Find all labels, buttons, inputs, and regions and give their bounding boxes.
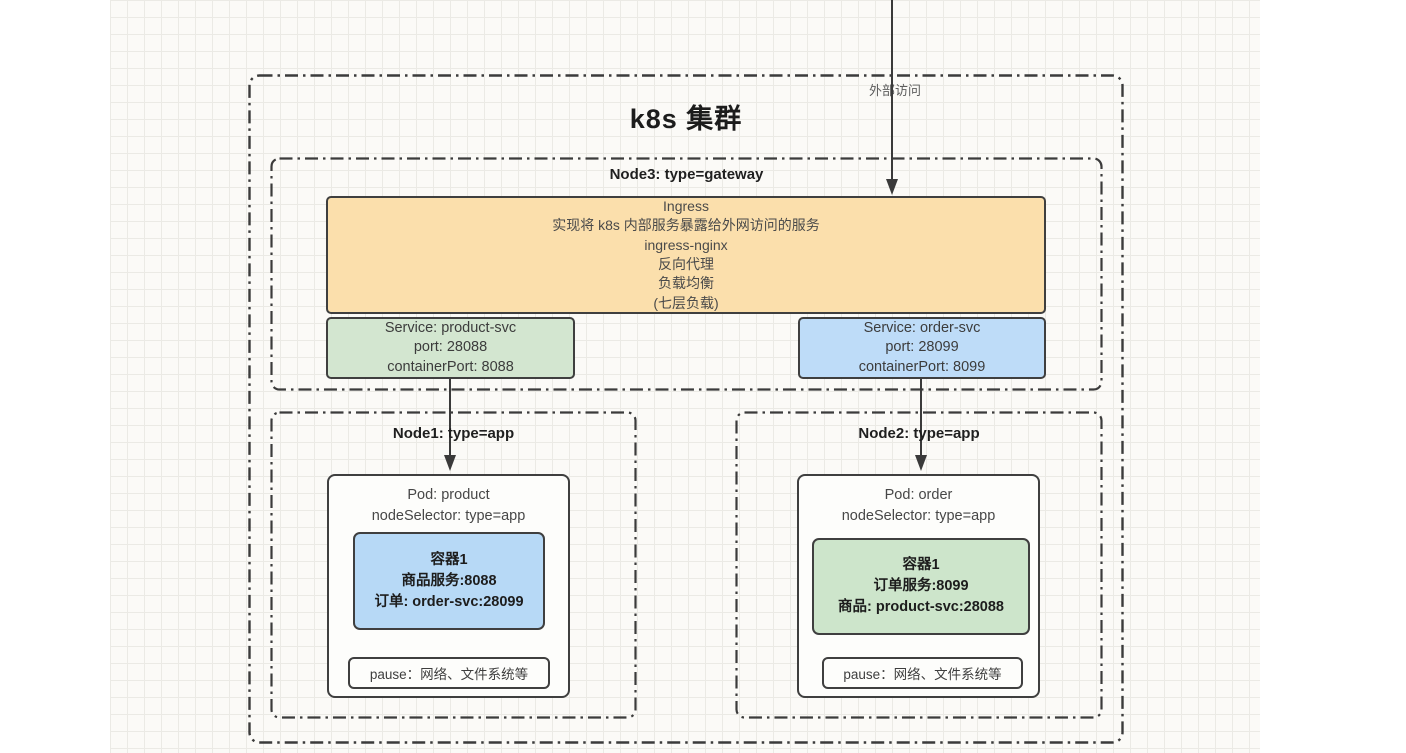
pause-container-box: pause：网络、文件系统等: [822, 657, 1023, 689]
pause-container-box: pause：网络、文件系统等: [348, 657, 550, 689]
node3-boundary: [270, 157, 1103, 391]
pod-title: Pod: order: [884, 487, 953, 503]
container-title: 容器1: [902, 557, 940, 573]
container-dependency-line: 商品: product-svc:28088: [838, 599, 1004, 615]
container-service-line: 订单服务:8099: [873, 578, 969, 594]
external-access-arrowhead-icon: [886, 179, 898, 195]
node1-label: Node1: type=app: [392, 425, 515, 442]
ingress-line: (七层负载): [653, 294, 719, 311]
ingress-line: 负载均衡: [658, 275, 714, 292]
container-service-line: 商品服务:8088: [401, 572, 497, 589]
grid-background: [110, 0, 1260, 753]
order-svc-to-pod-arrowhead-icon: [915, 455, 927, 471]
cluster-title: k8s 集群: [629, 104, 743, 134]
cluster-boundary: [248, 74, 1124, 744]
service-name: Service: order-svc: [863, 319, 981, 336]
service-name: Service: product-svc: [384, 319, 517, 336]
service-container-port: containerPort: 8088: [387, 358, 514, 375]
service-port: port: 28088: [413, 339, 488, 356]
ingress-line: Ingress: [663, 197, 709, 214]
service-order-box: Service: order-svc port: 28099 container…: [798, 317, 1046, 379]
container-dependency-line: 订单: order-svc:28099: [374, 593, 524, 610]
service-product-box: Service: product-svc port: 28088 contain…: [326, 317, 575, 379]
external-access-label: 外部访问: [868, 83, 921, 98]
container-title: 容器1: [430, 551, 468, 568]
container-order-box: 容器1 订单服务:8099 商品: product-svc:28088: [812, 538, 1030, 635]
node3-label: Node3: type=gateway: [609, 166, 764, 183]
ingress-box: Ingress 实现将 k8s 内部服务暴露给外网访问的服务 ingress-n…: [326, 196, 1046, 314]
pod-node-selector: nodeSelector: type=app: [371, 507, 526, 524]
container-product-box: 容器1 商品服务:8088 订单: order-svc:28099: [353, 532, 545, 630]
ingress-line: ingress-nginx: [644, 236, 728, 253]
ingress-line: 反向代理: [658, 256, 714, 272]
node1-boundary: [270, 411, 637, 719]
product-svc-to-pod-arrowhead-icon: [444, 455, 456, 471]
ingress-line: 实现将 k8s 内部服务暴露给外网访问的服务: [552, 217, 820, 234]
pod-title: Pod: product: [407, 487, 490, 503]
service-container-port: containerPort: 8099: [858, 358, 986, 375]
pod-node-selector: nodeSelector: type=app: [841, 507, 996, 524]
node2-label: Node2: type=app: [858, 425, 980, 442]
service-port: port: 28099: [885, 339, 959, 356]
